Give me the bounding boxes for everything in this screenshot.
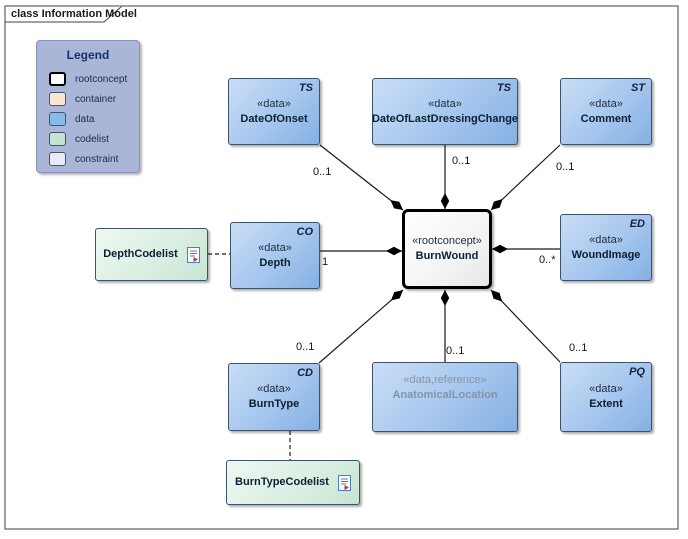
type-code-ts: TS: [496, 82, 511, 94]
rootconcept-swatch: [49, 72, 66, 86]
multiplicity-woundimage: 0..*: [539, 254, 556, 266]
class-box-burnwound[interactable]: «rootconcept» BurnWound: [402, 209, 492, 289]
legend-item-label: container: [75, 93, 117, 105]
type-code-pq: PQ: [629, 366, 645, 378]
legend-item-container: container: [49, 92, 139, 106]
class-box-woundimage[interactable]: ED «data» WoundImage: [560, 214, 652, 281]
class-box-depth[interactable]: CO «data» Depth: [230, 222, 320, 289]
class-name: WoundImage: [571, 248, 641, 261]
class-name: BurnWound: [415, 250, 479, 262]
connector-comment: [490, 144, 561, 211]
stereotype-label: «rootconcept»: [412, 235, 482, 248]
class-box-burntypecodelist[interactable]: BurnTypeCodelist: [226, 460, 360, 505]
linked-document-icon: [186, 246, 200, 263]
legend-item-constraint: constraint: [49, 152, 139, 166]
stereotype-label: «data»: [589, 383, 623, 396]
type-code-cd: CD: [297, 367, 313, 379]
legend-item-codelist: codelist: [49, 132, 139, 146]
container-swatch: [49, 92, 66, 106]
stereotype-label: «data»: [428, 97, 462, 110]
data-swatch: [49, 112, 66, 126]
stereotype-label: «data,reference»: [403, 374, 487, 386]
class-box-dateoflastdressingchange[interactable]: TS «data» DateOfLastDressingChange: [372, 78, 518, 145]
legend-item-rootconcept: rootconcept: [49, 72, 139, 86]
class-name: AnatomicalLocation: [392, 388, 498, 401]
stereotype-label: «data»: [257, 383, 291, 396]
legend-items: rootconcept container data codelist cons…: [49, 72, 139, 166]
stereotype-label: «data»: [258, 241, 292, 254]
type-code-ed: ED: [629, 218, 645, 230]
class-name: Comment: [580, 112, 632, 125]
legend-item-label: codelist: [75, 133, 109, 145]
codelist-swatch: [49, 132, 66, 146]
multiplicity-depth: 1: [322, 256, 329, 268]
class-name: DateOfLastDressingChange: [371, 112, 519, 125]
multiplicity-burntype: 0..1: [296, 341, 315, 353]
class-box-burntype[interactable]: CD «data» BurnType: [228, 363, 320, 431]
multiplicity-extent: 0..1: [569, 342, 588, 354]
class-box-anatomicallocation[interactable]: «data,reference» AnatomicalLocation: [372, 362, 518, 432]
type-code-co: CO: [296, 226, 314, 238]
multiplicity-dateoflastdressingchange: 0..1: [452, 155, 471, 167]
diagram-tab-title: class Information Model: [11, 8, 137, 20]
legend-title: Legend: [66, 48, 110, 62]
connector-extent: [490, 289, 561, 363]
type-code-st: ST: [630, 82, 645, 94]
connector-burntype: [318, 289, 404, 364]
class-name: DateOfOnset: [240, 112, 308, 125]
linked-document-icon: [337, 474, 351, 491]
class-name: BurnType: [248, 398, 300, 410]
multiplicity-anatomicallocation: 0..1: [446, 345, 465, 357]
stereotype-label: «data»: [589, 233, 623, 246]
class-box-extent[interactable]: PQ «data» Extent: [560, 362, 652, 432]
class-box-depthcodelist[interactable]: DepthCodelist: [95, 228, 208, 281]
class-name: Depth: [259, 256, 291, 269]
legend-item-label: data: [75, 113, 95, 125]
class-box-comment[interactable]: ST «data» Comment: [560, 78, 652, 145]
multiplicity-dateofonset: 0..1: [313, 166, 332, 178]
class-name: BurnTypeCodelist: [235, 476, 329, 489]
legend-item-data: data: [49, 112, 139, 126]
type-code-ts: TS: [298, 82, 313, 94]
stereotype-label: «data»: [257, 97, 291, 110]
class-name: DepthCodelist: [103, 248, 178, 261]
class-box-dateofonset[interactable]: TS «data» DateOfOnset: [228, 78, 320, 145]
legend-item-label: rootconcept: [75, 73, 128, 85]
multiplicity-comment: 0..1: [556, 161, 575, 173]
legend-panel: Legend rootconcept container data codeli…: [36, 40, 140, 173]
connector-dateofonset: [319, 144, 404, 211]
stereotype-label: «data»: [589, 97, 623, 110]
class-name: Extent: [589, 398, 623, 410]
legend-item-label: constraint: [75, 153, 119, 165]
constraint-swatch: [49, 152, 66, 166]
